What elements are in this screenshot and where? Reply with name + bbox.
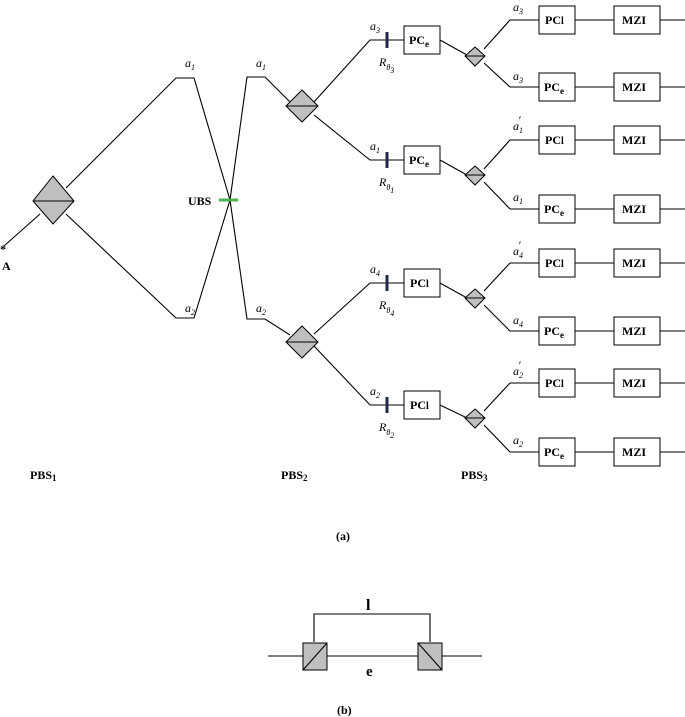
rotator-labels: Rθ3 Rθ1 Rθ4 Rθ2 [378,55,394,440]
svg-text:Rθ1: Rθ1 [378,175,394,195]
arm-a1-right [229,76,291,201]
svg-text:MZI: MZI [622,445,646,459]
svg-text:a1: a1 [513,190,523,206]
mzi-input-beam-splitter [302,642,328,671]
svg-text:MZI: MZI [622,13,646,27]
svg-text:PCe: PCe [544,202,564,218]
caption-b: (b) [337,703,352,717]
svg-text:a3: a3 [370,19,380,35]
svg-text:a1: a1 [256,56,266,72]
svg-text:PCl: PCl [545,256,564,270]
path-a3 [313,39,404,103]
svg-text:a4: a4 [370,262,380,278]
pbs3-beam-splitter-3 [464,288,486,309]
pbs2-upper-beam-splitter [285,89,319,123]
svg-text:MZI: MZI [622,202,646,216]
svg-text:MZI: MZI [622,376,646,390]
svg-text:MZI: MZI [622,256,646,270]
svg-text:PCe: PCe [544,324,564,340]
pc-boxes-stage2: PCl PCe PCl PCe PCl PCe PCl PCe [538,5,576,467]
short-arm-label: e [366,664,373,680]
svg-text:a4′: a4′ [513,238,523,260]
svg-text:Rθ4: Rθ4 [378,298,394,318]
svg-text:a3: a3 [513,69,523,85]
long-arm-line [313,613,431,642]
svg-text:a2: a2 [256,301,266,317]
svg-text:PCl: PCl [545,133,564,147]
pbs1-label: PBS1 [30,468,57,483]
svg-text:a2′: a2′ [513,358,523,380]
svg-text:PCl: PCl [545,376,564,390]
source-dot: * [0,242,6,256]
svg-text:a4: a4 [513,313,523,329]
path-a4 [313,282,404,335]
pc-boxes-stage1: PCe PCe PCl PCl [403,25,441,420]
long-arm-label: l [366,597,371,614]
svg-text:a2: a2 [370,384,380,400]
path-a1 [313,114,404,161]
svg-text:a1: a1 [370,139,380,155]
input-beam [3,213,41,247]
pbs3-beam-splitter-4 [464,408,486,429]
arm-a1-left [65,77,231,201]
pbs3-label: PBS3 [461,468,488,483]
svg-text:Rθ2: Rθ2 [378,420,394,440]
svg-text:PCl: PCl [410,398,429,412]
pbs3-beam-splitter-1 [464,46,486,67]
svg-text:a2: a2 [185,301,195,317]
pbs2-lower-beam-splitter [285,325,319,359]
svg-text:PCl: PCl [410,276,429,290]
pbs2-label: PBS2 [281,468,308,483]
svg-text:a3′: a3′ [513,0,523,16]
svg-text:Rθ3: Rθ3 [378,55,394,75]
svg-text:PCe: PCe [544,80,564,96]
mzi-boxes: MZI MZI MZI MZI MZI MZI MZI MZI [613,5,661,467]
arm-a2-right [229,199,291,336]
svg-text:a2: a2 [513,433,523,449]
svg-text:PCe: PCe [409,33,429,49]
svg-text:PCe: PCe [409,153,429,169]
svg-text:MZI: MZI [622,324,646,338]
ubs-label: UBS [188,194,212,208]
svg-text:a1′: a1′ [513,113,523,135]
optical-paths [3,19,685,453]
svg-text:PCe: PCe [544,445,564,461]
pbs3-beam-splitter-2 [464,165,486,186]
mzi-output-beam-splitter [417,642,443,671]
mode-labels: a1 a2 a1 a2 a3 a1 a4 a2 a3′ a3 a1′ a1 a4… [185,0,523,449]
mzi-detail-diagram: l e [268,597,482,680]
svg-text:MZI: MZI [622,80,646,94]
pbs1-beam-splitter [32,175,75,225]
arm-a2-left [65,199,231,319]
path-a2 [313,345,404,406]
svg-text:PCl: PCl [545,13,564,27]
caption-a: (a) [336,529,350,543]
svg-text:a1: a1 [185,56,195,72]
svg-text:MZI: MZI [622,133,646,147]
source-label: A [2,259,11,273]
